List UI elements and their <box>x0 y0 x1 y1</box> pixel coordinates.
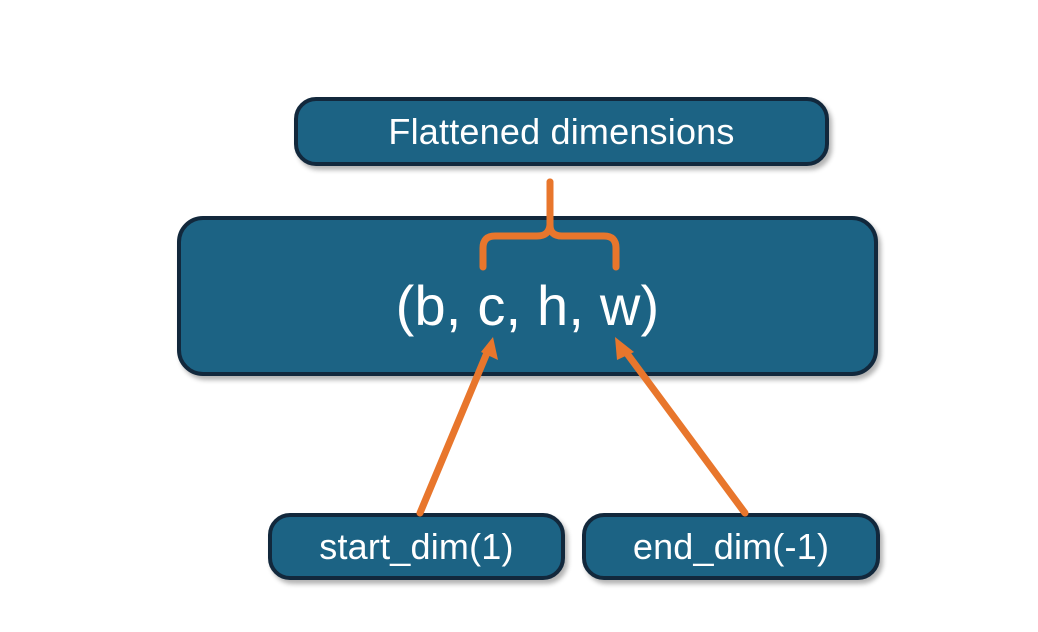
node-flattened-dimensions: Flattened dimensions <box>294 97 829 166</box>
node-start-dim-label: start_dim(1) <box>319 525 514 567</box>
node-end-dim-label: end_dim(-1) <box>632 525 830 567</box>
node-end-dim: end_dim(-1) <box>582 513 880 580</box>
node-tensor-shape: (b, c, h, w) <box>177 216 878 376</box>
node-flattened-dimensions-label: Flattened dimensions <box>388 110 735 152</box>
node-start-dim: start_dim(1) <box>268 513 565 580</box>
node-tensor-shape-label: (b, c, h, w) <box>395 273 660 337</box>
